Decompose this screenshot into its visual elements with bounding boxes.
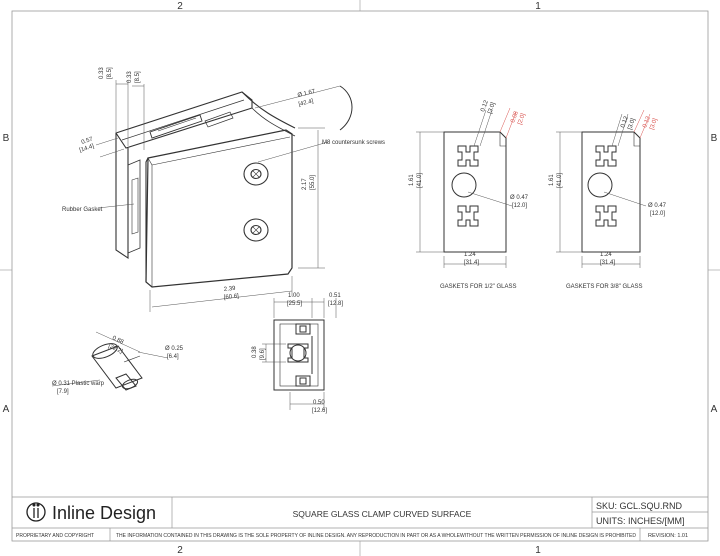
sku-text: SKU: GCL.SQU.RND	[596, 501, 683, 511]
sheet-frame	[11, 10, 709, 542]
dim-main-6: Ø 1.67	[297, 89, 317, 99]
dim-gasket-half-1: [3.0]	[487, 101, 497, 114]
dim-main-1: [8.5]	[107, 67, 113, 79]
zone-top-2: 2	[177, 1, 183, 12]
dim-gasket-38-1: [3.0]	[627, 117, 637, 130]
dim-gasket-half-0: 0.12	[480, 99, 490, 113]
dim-main-10: 2.39	[224, 286, 237, 293]
drawing-title: SQUARE GLASS CLAMP CURVED SURFACE	[293, 509, 472, 519]
dim-gasket-half-2: 0.08	[510, 110, 520, 124]
dim-main-3: [8.5]	[135, 71, 141, 83]
clamp-section-view	[273, 319, 325, 391]
dim-gasket-half-4: 1.61	[409, 174, 415, 186]
title-block	[12, 496, 708, 541]
units-text: UNITS: INCHES/[MM]	[596, 516, 685, 526]
gasket-three-eighths-view	[581, 131, 641, 253]
dim-main-11: [60.6]	[224, 293, 240, 301]
dim-main-0: 0.33	[99, 67, 105, 79]
zone-bottom-2: 2	[177, 545, 183, 556]
dim-section-3: [12.8]	[328, 301, 343, 307]
zone-left-B: B	[3, 133, 10, 144]
dim-main-8: 2.17	[302, 178, 308, 190]
company-name: Inline Design	[52, 503, 156, 523]
dim-pin-2: Ø 0.25	[165, 346, 184, 352]
main-view-dimension-lines	[95, 80, 353, 312]
label-m8-screws: M8 countersunk screws	[322, 140, 385, 146]
dim-gasket-half-5: [41.0]	[417, 173, 423, 188]
dim-gasket-38-0: 0.12	[620, 115, 630, 129]
dim-gasket-half-7: [12.0]	[512, 203, 527, 209]
caption-gasket-38: GASKETS FOR 3/8" GLASS	[566, 284, 643, 290]
inline-design-logo-icon	[26, 502, 46, 522]
dim-gasket-38-8: 1.24	[600, 252, 612, 258]
revision-text: REVISION: 1.01	[648, 533, 688, 539]
dim-section-2: 0.51	[329, 293, 341, 299]
proprietary-notice: THE INFORMATION CONTAINED IN THIS DRAWIN…	[116, 533, 636, 539]
dim-main-5: [14.4]	[79, 143, 95, 153]
dim-pin-0: 0.88	[111, 335, 125, 346]
dim-pin-1: [22.2]	[107, 343, 123, 355]
dim-section-4: 0.38	[252, 346, 258, 358]
dim-section-7: [12.6]	[312, 408, 327, 414]
zone-left-A: A	[3, 404, 10, 415]
zone-right-B: B	[711, 133, 718, 144]
dim-gasket-38-2: 0.12	[642, 115, 652, 129]
proprietary-label: PROPRIETARY AND COPYRIGHT	[16, 533, 94, 539]
clamp-isometric-view	[115, 91, 296, 288]
dim-gasket-half-3: [2.0]	[517, 112, 527, 125]
dim-main-9: [55.0]	[310, 175, 316, 190]
dim-section-1: [25.5]	[287, 301, 302, 307]
zone-bottom-1: 1	[535, 545, 541, 556]
dim-section-5: [9.6]	[260, 348, 266, 360]
dim-gasket-38-7: [12.0]	[650, 211, 665, 217]
dim-gasket-half-8: 1.24	[464, 252, 476, 258]
dim-main-2: 0.33	[127, 71, 133, 83]
plastic-pin-view	[91, 343, 143, 391]
dim-gasket-38-3: [3.0]	[649, 117, 659, 130]
dim-gasket-38-4: 1.61	[549, 174, 555, 186]
zone-right-A: A	[711, 404, 718, 415]
dim-section-6: 0.50	[313, 400, 325, 406]
dim-gasket-38-6: Ø 0.47	[648, 203, 667, 209]
dim-pin-3: [6.4]	[167, 354, 179, 360]
gasket-half-inch-view	[443, 131, 507, 253]
dim-section-0: 1.00	[288, 293, 300, 299]
label-plastic-warp: Ø 0.31 Plastic warp	[52, 381, 105, 387]
dim-main-7: [42.4]	[298, 98, 314, 108]
label-rubber-gasket: Rubber Gasket	[62, 207, 103, 213]
dim-gasket-38-9: [31.4]	[600, 260, 615, 266]
zone-top-1: 1	[535, 1, 541, 12]
dim-gasket-half-6: Ø 0.47	[510, 195, 529, 201]
dim-main-4: 0.57	[81, 136, 95, 146]
dim-gasket-38-5: [41.0]	[557, 173, 563, 188]
dim-pin-4: [7.9]	[57, 389, 69, 395]
caption-gasket-half: GASKETS FOR 1/2" GLASS	[440, 284, 517, 290]
dim-gasket-half-9: [31.4]	[464, 260, 479, 266]
